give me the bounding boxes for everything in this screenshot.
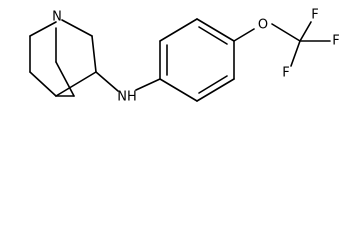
- bond-phenyl-o: [233, 28, 255, 42]
- bond-c3-bridgehead: [55, 71, 97, 97]
- bond-o-cf3: [271, 23, 301, 42]
- ring-bond-6: [159, 78, 198, 102]
- bond-c-right-c3: [91, 35, 97, 73]
- atom-quinuclidine-nitrogen: N: [52, 10, 62, 25]
- ring-double-bond-bottom: [198, 75, 228, 94]
- atom-fluorine-bottom: F: [282, 66, 289, 81]
- bond-nh-phenyl: [135, 78, 161, 91]
- bond-c-left-bridgehead: [29, 71, 57, 97]
- atom-fluorine-right: F: [332, 34, 339, 49]
- bond-n-c-left: [29, 21, 57, 37]
- atom-amine-nh: NH: [117, 90, 137, 105]
- bond-c3-nh: [95, 71, 119, 92]
- bond-c-f-bottom: [290, 40, 301, 67]
- ring-bond-2: [159, 18, 198, 42]
- atom-ether-oxygen: O: [258, 18, 268, 33]
- ring-bond-5: [196, 78, 235, 102]
- bond-n-c-right: [61, 19, 93, 37]
- quinuclidine-cage: [29, 19, 97, 97]
- ring-bond-3: [196, 18, 235, 42]
- chemical-structure-diagram: N NH O F F F: [29, 8, 340, 105]
- atom-fluorine-top: F: [311, 8, 318, 23]
- bond-c-mid-bridgehead: [55, 61, 75, 97]
- ring-double-bond-top: [198, 26, 228, 45]
- benzene-ring: [159, 18, 235, 102]
- bond-c-f-top: [299, 21, 312, 42]
